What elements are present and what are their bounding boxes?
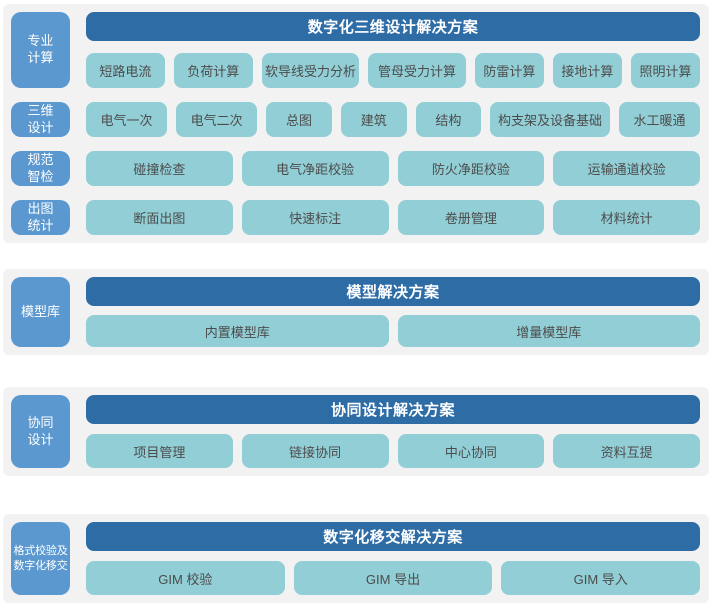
chip-material-statistics: 材料统计 — [553, 200, 700, 235]
chip-conductor-force-analysis: 软导线受力分析 — [261, 53, 360, 88]
section-header-model-solution: 模型解决方案 — [86, 277, 700, 306]
chip-quick-annotation: 快速标注 — [241, 200, 389, 235]
chip-row-collaborative-design: 项目管理 链接协同 中心协同 资料互提 — [86, 434, 700, 468]
chip-fire-clearance-check: 防火净距校验 — [397, 151, 545, 186]
chip-row-professional-calculation: 短路电流 负荷计算 软导线受力分析 管母受力计算 防雷计算 接地计算 照明计算 — [86, 53, 701, 88]
section-header-digital-transfer: 数字化移交解决方案 — [86, 522, 700, 551]
chip-project-management: 项目管理 — [86, 434, 233, 468]
panel-collaborative-design-solution: 协同 设计 协同设计解决方案 项目管理 链接协同 中心协同 资料互提 — [3, 387, 709, 476]
panel-model-solution: 模型库 模型解决方案 内置模型库 增量模型库 — [3, 269, 709, 355]
sidebar-label-3d-design: 三维 设计 — [11, 102, 70, 137]
panel-digital-transfer-solution: 格式校验及 数字化移交 数字化移交解决方案 GIM 校验 GIM 导出 GIM … — [3, 514, 709, 603]
section-header-digital-3d-design: 数字化三维设计解决方案 — [86, 12, 700, 41]
chip-structure: 结构 — [415, 102, 482, 137]
band-standard-smart-check: 规范 智检 碰撞检查 电气净距校验 防火净距校验 运输通道校验 — [11, 151, 700, 186]
section-header-collaborative-design: 协同设计解决方案 — [86, 395, 700, 424]
sidebar-label-drawing-statistics: 出图 统计 — [11, 200, 70, 235]
chip-electrical-secondary: 电气二次 — [176, 102, 258, 137]
sidebar-label-professional-calculation: 专业 计算 — [11, 12, 70, 88]
chip-short-circuit-current: 短路电流 — [86, 53, 165, 88]
chip-link-collaboration: 链接协同 — [241, 434, 389, 468]
sidebar-label-standard-smart-check: 规范 智检 — [11, 151, 70, 186]
chip-incremental-model-library: 增量模型库 — [397, 315, 700, 347]
chip-collision-check: 碰撞检查 — [86, 151, 233, 186]
chip-builtin-model-library: 内置模型库 — [86, 315, 389, 347]
chip-row-gim: GIM 校验 GIM 导出 GIM 导入 — [86, 561, 701, 595]
panel-digital-3d-design: 专业 计算 数字化三维设计解决方案 短路电流 负荷计算 软导线受力分析 管母受力… — [3, 4, 709, 243]
band-professional-calculation: 专业 计算 数字化三维设计解决方案 短路电流 负荷计算 软导线受力分析 管母受力… — [11, 12, 701, 88]
band-format-check-transfer: 格式校验及 数字化移交 数字化移交解决方案 GIM 校验 GIM 导出 GIM … — [11, 522, 701, 595]
chip-grounding-calculation: 接地计算 — [552, 53, 622, 88]
band-3d-design: 三维 设计 电气一次 电气二次 总图 建筑 结构 构支架及设备基础 水工暖通 — [11, 102, 701, 137]
chip-electrical-primary: 电气一次 — [86, 102, 168, 137]
chip-gim-import: GIM 导入 — [501, 561, 701, 595]
chip-row-drawing-statistics: 断面出图 快速标注 卷册管理 材料统计 — [86, 200, 700, 235]
chip-support-and-equipment-foundation: 构支架及设备基础 — [490, 102, 610, 137]
chip-data-exchange: 资料互提 — [553, 434, 700, 468]
sidebar-label-collaborative-design: 协同 设计 — [11, 395, 70, 468]
chip-architecture: 建筑 — [340, 102, 407, 137]
chip-electrical-clearance-check: 电气净距校验 — [241, 151, 389, 186]
chip-row-model-library: 内置模型库 增量模型库 — [86, 315, 700, 347]
chip-row-3d-design: 电气一次 电气二次 总图 建筑 结构 构支架及设备基础 水工暖通 — [86, 102, 701, 137]
chip-section-drawing: 断面出图 — [86, 200, 233, 235]
chip-hydraulic-hvac: 水工暖通 — [618, 102, 701, 137]
chip-general-layout: 总图 — [266, 102, 332, 137]
chip-lightning-calculation: 防雷计算 — [474, 53, 544, 88]
band-drawing-statistics: 出图 统计 断面出图 快速标注 卷册管理 材料统计 — [11, 200, 700, 235]
chip-central-collaboration: 中心协同 — [397, 434, 545, 468]
chip-gim-export: GIM 导出 — [293, 561, 493, 595]
band-collaborative-design: 协同 设计 协同设计解决方案 项目管理 链接协同 中心协同 资料互提 — [11, 395, 700, 468]
sidebar-label-format-check-and-digital-transfer: 格式校验及 数字化移交 — [11, 522, 70, 595]
chip-busbar-force-calculation: 管母受力计算 — [368, 53, 466, 88]
chip-row-standard-smart-check: 碰撞检查 电气净距校验 防火净距校验 运输通道校验 — [86, 151, 700, 186]
chip-load-calculation: 负荷计算 — [173, 53, 253, 88]
chip-transport-channel-check: 运输通道校验 — [553, 151, 700, 186]
chip-volume-management: 卷册管理 — [397, 200, 545, 235]
sidebar-label-model-library: 模型库 — [11, 277, 70, 347]
chip-lighting-calculation: 照明计算 — [630, 53, 701, 88]
band-model-library: 模型库 模型解决方案 内置模型库 增量模型库 — [11, 277, 700, 347]
chip-gim-check: GIM 校验 — [86, 561, 285, 595]
